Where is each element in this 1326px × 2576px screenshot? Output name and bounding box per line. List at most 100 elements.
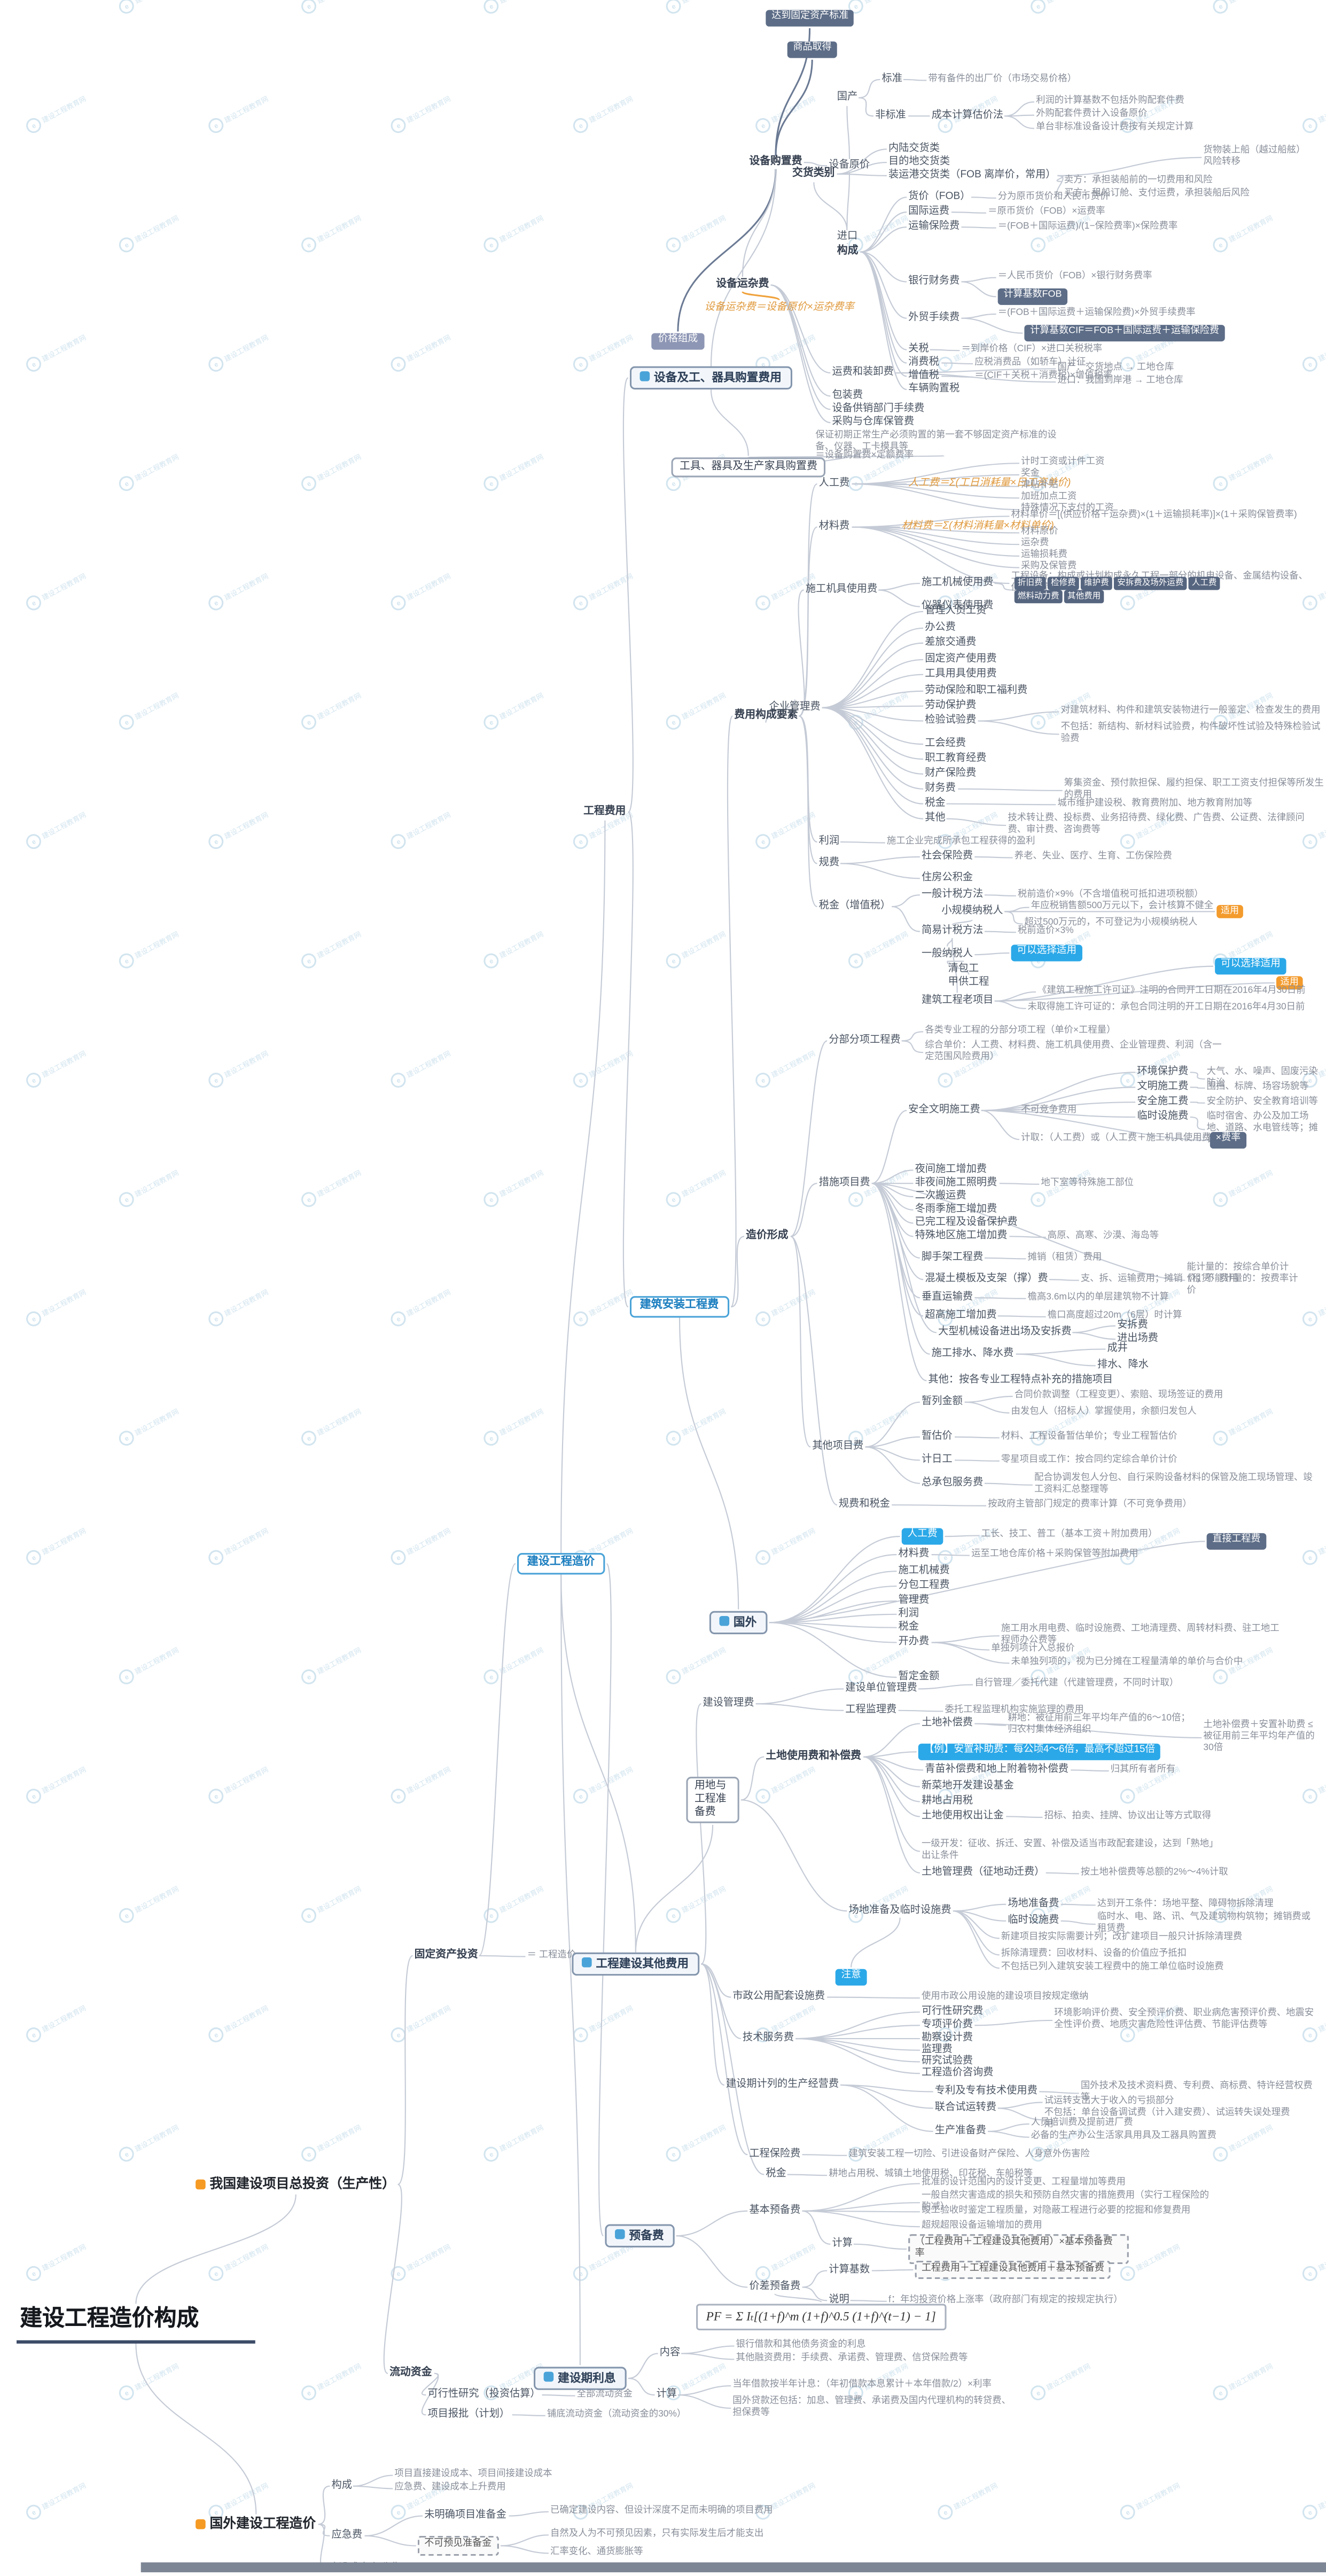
topic-cdzb[interactable]: 场地准备及临时设施费 xyxy=(848,1904,951,1918)
topic-lxjs[interactable]: 计算 xyxy=(657,2388,677,2402)
topic-jrg[interactable]: 计日工 xyxy=(922,1454,953,1467)
topic-abroad[interactable]: 国外建设工程造价 xyxy=(196,2516,316,2533)
topic-laoxmO[interactable]: 适用 xyxy=(1276,976,1303,990)
topic-cdzbB[interactable]: 注意 xyxy=(835,1969,867,1986)
topic-yz4[interactable]: 采购与仓库保管费 xyxy=(832,416,914,430)
topic-jcjs[interactable]: 计算基数 xyxy=(829,2264,870,2277)
topic-gczj[interactable]: 建设工程造价 xyxy=(517,1553,605,1574)
topic-gwlr[interactable]: 利润 xyxy=(899,1607,919,1621)
topic-djjx[interactable]: 大型机械设备进出场及安拆费 xyxy=(938,1326,1072,1339)
topic-cgao[interactable]: 超高施工增加费 xyxy=(925,1309,996,1323)
topic-ydzb[interactable]: 用地与工程准备费 xyxy=(686,1776,739,1823)
topic-gwfb[interactable]: 分包工程费 xyxy=(899,1580,950,1593)
topic-jsfw3[interactable]: 勘察设计费 xyxy=(922,2032,973,2046)
topic-cs7[interactable]: 特殊地区施工增加费 xyxy=(915,1230,1008,1243)
topic-wmsxB[interactable]: 计算基数CIF＝FOB＋国际运费＋运输保险费 xyxy=(1024,325,1225,341)
topic-gocheng[interactable]: 构成 xyxy=(837,245,859,259)
topic-csqt[interactable]: 其他：按各专业工程特点补充的措施项目 xyxy=(928,1374,1113,1387)
topic-yhcwf[interactable]: 银行财务费 xyxy=(908,275,960,288)
topic-laoxm[interactable]: 建筑工程老项目 xyxy=(922,995,993,1008)
topic-interest[interactable]: 建设期利息 xyxy=(534,2367,626,2391)
topic-gwzjB[interactable]: 直接工程费 xyxy=(1206,1533,1267,1549)
bottom-scroll-bar[interactable] xyxy=(141,2562,1326,2573)
topic-qygl[interactable]: 企业管理费 xyxy=(769,701,821,714)
topic-yz1[interactable]: 运费和装卸费 xyxy=(832,366,893,380)
topic-origp[interactable]: 设备原价 xyxy=(829,159,870,173)
topic-rgf[interactable]: 人工费 xyxy=(819,478,850,491)
topic-ybnsr[interactable]: 一般纳税人 xyxy=(922,948,973,962)
topic-jsfw4[interactable]: 监理费 xyxy=(922,2043,953,2057)
topic-yz2[interactable]: 包装费 xyxy=(832,389,863,403)
topic-g10[interactable]: 职工教育经费 xyxy=(925,753,986,766)
topic-gwsj2[interactable]: 税金 xyxy=(899,1621,919,1634)
topic-psjs[interactable]: 施工排水、降水费 xyxy=(932,1347,1014,1361)
topic-tdgl[interactable]: 土地管理费（征地动迁费） xyxy=(922,1866,1044,1879)
topic-szpt[interactable]: 市政公用配套设施费 xyxy=(732,1990,825,2004)
topic-fbfx[interactable]: 分部分项工程费 xyxy=(829,1034,900,1048)
topic-cs5[interactable]: 冬雨季施工增加费 xyxy=(915,1203,997,1216)
topic-badge1[interactable]: 达到固定资产标准 xyxy=(766,10,854,26)
topic-yjf1[interactable]: 未明确项目准备金 xyxy=(424,2509,506,2523)
topic-qsj[interactable]: 税金 xyxy=(766,2168,786,2181)
topic-gfsj[interactable]: 规费和税金 xyxy=(839,1498,890,1512)
topic-aq4[interactable]: 临时设施费 xyxy=(1137,1111,1188,1124)
topic-tools[interactable]: 工具、器具及生产家具购置费 xyxy=(671,457,826,478)
topic-gwgl[interactable]: 管理费 xyxy=(899,1595,930,1608)
topic-eqtool[interactable]: 设备及工、器具购置费用 xyxy=(629,366,792,390)
topic-byys[interactable]: 费用构成要素 xyxy=(734,709,798,723)
topic-projfee[interactable]: 工程费用 xyxy=(583,806,626,819)
topic-jcjsD[interactable]: 工程费用＋工程建设其他费用＋基本预备费 xyxy=(915,2260,1111,2280)
topic-sgjx[interactable]: 施工机械使用费 xyxy=(922,577,993,590)
topic-jcsm[interactable]: 说明 xyxy=(829,2294,849,2307)
topic-wmsx[interactable]: 外贸手续费 xyxy=(908,311,960,325)
topic-cn[interactable]: 我国建设项目总投资（生产性） xyxy=(196,2176,395,2193)
topic-jsgl1[interactable]: 建设单位管理费 xyxy=(845,1682,917,1696)
topic-jaf[interactable]: 建筑安装工程费 xyxy=(629,1296,729,1317)
topic-ld1[interactable]: 可行性研究（投资估算） xyxy=(427,2388,540,2402)
topic-gsui[interactable]: 关税 xyxy=(908,343,929,356)
topic-yjf[interactable]: 应急费 xyxy=(332,2529,363,2542)
topic-aqjsB[interactable]: ×费率 xyxy=(1210,1132,1247,1148)
topic-g14[interactable]: 其他 xyxy=(925,812,945,825)
topic-aqwm[interactable]: 安全文明施工费 xyxy=(908,1104,980,1117)
topic-jiaohuo[interactable]: 交货类别 xyxy=(792,167,834,181)
topic-jbyb[interactable]: 基本预备费 xyxy=(749,2204,800,2218)
topic-scjy[interactable]: 建设期计列的生产经营费 xyxy=(726,2079,839,2092)
topic-clgzs[interactable]: 车辆购置税 xyxy=(908,383,960,396)
topic-jbjsD[interactable]: （工程费用＋工程建设其他费用）×基本预备费率 xyxy=(908,2234,1129,2265)
topic-ybjs[interactable]: 一般计税方法 xyxy=(922,888,983,902)
topic-g9[interactable]: 工会经费 xyxy=(925,738,966,751)
topic-sjin[interactable]: 税金（增值税） xyxy=(819,900,891,914)
topic-gyf[interactable]: 国际运费 xyxy=(908,206,949,219)
topic-gwzd[interactable]: 暂定金额 xyxy=(899,1671,940,1684)
topic-jinkou[interactable]: 进口 xyxy=(837,230,857,244)
topic-czysf[interactable]: 垂直运输费 xyxy=(922,1291,973,1305)
topic-gjj[interactable]: 住房公积金 xyxy=(922,872,973,885)
topic-cs2[interactable]: 夜间施工增加费 xyxy=(915,1164,987,1177)
topic-aq2[interactable]: 文明施工费 xyxy=(1137,1081,1188,1094)
topic-qbg[interactable]: 清包工 xyxy=(948,963,979,977)
topic-jsgl2[interactable]: 工程监理费 xyxy=(845,1704,896,1717)
topic-sgjj[interactable]: 施工机具使用费 xyxy=(806,583,877,597)
topic-zcbf[interactable]: 总承包服务费 xyxy=(922,1477,983,1490)
topic-g4[interactable]: 固定资产使用费 xyxy=(925,653,996,666)
topic-g3[interactable]: 差旅交通费 xyxy=(925,636,976,650)
topic-liudong[interactable]: 流动资金 xyxy=(389,2367,432,2380)
topic-gdzy[interactable]: 耕地占用税 xyxy=(922,1795,973,1808)
topic-jyjs[interactable]: 简易计税方法 xyxy=(922,925,983,938)
topic-xgmB[interactable]: 适用 xyxy=(1216,904,1243,919)
topic-root[interactable]: 建设工程造价构成 xyxy=(17,2304,255,2343)
topic-ybnsrB[interactable]: 可以选择适用 xyxy=(1011,944,1082,961)
topic-jsfw5[interactable]: 研究试验费 xyxy=(922,2055,973,2068)
topic-cs3[interactable]: 非夜间施工照明费 xyxy=(915,1177,997,1190)
topic-other[interactable]: 工程建设其他费用 xyxy=(572,1952,699,1976)
topic-jh3[interactable]: 装运港交货类（FOB 离岸价，常用） xyxy=(888,169,1056,182)
topic-cdzb2[interactable]: 临时设施费 xyxy=(1008,1914,1059,1927)
topic-guochan[interactable]: 国产 xyxy=(837,91,857,105)
topic-g11[interactable]: 财产保险费 xyxy=(925,767,976,780)
topic-muban[interactable]: 混凝土模板及支架（撑）费 xyxy=(925,1273,1048,1286)
topic-djjx2[interactable]: 进出场费 xyxy=(1117,1332,1158,1346)
topic-jg[interactable]: 甲供工程 xyxy=(948,976,989,989)
topic-g6[interactable]: 劳动保险和职工福利费 xyxy=(925,684,1027,698)
topic-gwjx[interactable]: 施工机械费 xyxy=(899,1565,950,1578)
